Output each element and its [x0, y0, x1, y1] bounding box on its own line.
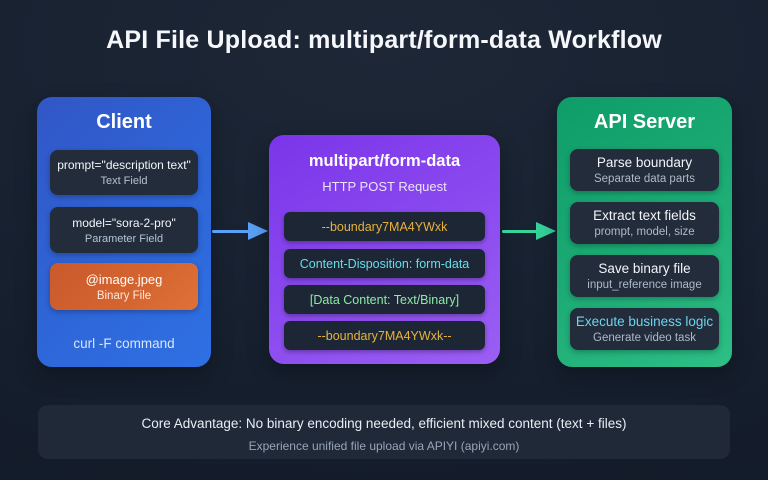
client-footer-caption: curl -F command	[73, 336, 175, 351]
client-card-prompt-value: prompt="description text"	[57, 158, 191, 172]
arrow-head-icon	[248, 222, 268, 240]
client-card-model-value: model="sora-2-pro"	[72, 215, 176, 230]
api-server-box: API Server Parse boundary Separate data …	[557, 97, 732, 367]
client-card-binary-label: Binary File	[96, 289, 152, 302]
server-card-parse-sub: Separate data parts	[593, 173, 695, 185]
client-card-binary-value: @image.jpeg	[85, 271, 163, 287]
multipart-box: multipart/form-data HTTP POST Request --…	[269, 135, 500, 364]
api-server-box-title: API Server	[593, 111, 696, 133]
multipart-line-boundary-open: --boundary7MA4YWxk	[284, 212, 485, 241]
server-card-save-sub: input_reference image	[587, 279, 702, 291]
client-card-binary-file: @image.jpeg Binary File	[50, 263, 198, 310]
server-card-extract-fields: Extract text fields prompt, model, size	[570, 202, 719, 244]
server-card-parse-boundary: Parse boundary Separate data parts	[570, 149, 719, 191]
advantage-text: Core Advantage: No binary encoding neede…	[141, 416, 627, 431]
server-card-execute-logic: Execute business logic Generate video ta…	[570, 308, 719, 350]
advantage-bar: Core Advantage: No binary encoding neede…	[38, 405, 730, 459]
multipart-box-title: multipart/form-data	[308, 152, 461, 170]
promo-text: Experience unified file upload via APIYI…	[248, 439, 520, 453]
arrow-multipart-to-server	[502, 222, 557, 240]
server-card-execute-sub: Generate video task	[593, 332, 696, 344]
arrow-head-icon	[536, 222, 556, 240]
server-card-execute-title: Execute business logic	[575, 314, 714, 329]
multipart-line-boundary-close: --boundary7MA4YWxk--	[284, 321, 485, 350]
multipart-box-subtitle: HTTP POST Request	[322, 179, 447, 194]
server-card-extract-sub: prompt, model, size	[594, 226, 695, 238]
server-card-parse-title: Parse boundary	[596, 155, 693, 170]
client-card-model: model="sora-2-pro" Parameter Field	[50, 207, 198, 253]
arrow-client-to-multipart	[212, 222, 268, 240]
arrow-shaft	[212, 229, 250, 233]
client-card-prompt: prompt="description text" Text Field	[50, 150, 198, 195]
client-card-model-label: Parameter Field	[84, 232, 164, 245]
client-box-title: Client	[96, 111, 152, 133]
server-card-extract-title: Extract text fields	[593, 208, 696, 223]
server-card-save-title: Save binary file	[598, 261, 691, 276]
client-card-prompt-label: Text Field	[100, 175, 148, 187]
page-title: API File Upload: multipart/form-data Wor…	[106, 26, 662, 54]
multipart-line-data-content: [Data Content: Text/Binary]	[284, 285, 485, 314]
multipart-line-content-disposition: Content-Disposition: form-data	[284, 249, 485, 278]
server-card-save-binary: Save binary file input_reference image	[570, 255, 719, 297]
client-box: Client prompt="description text" Text Fi…	[37, 97, 211, 367]
arrow-shaft	[502, 229, 538, 233]
